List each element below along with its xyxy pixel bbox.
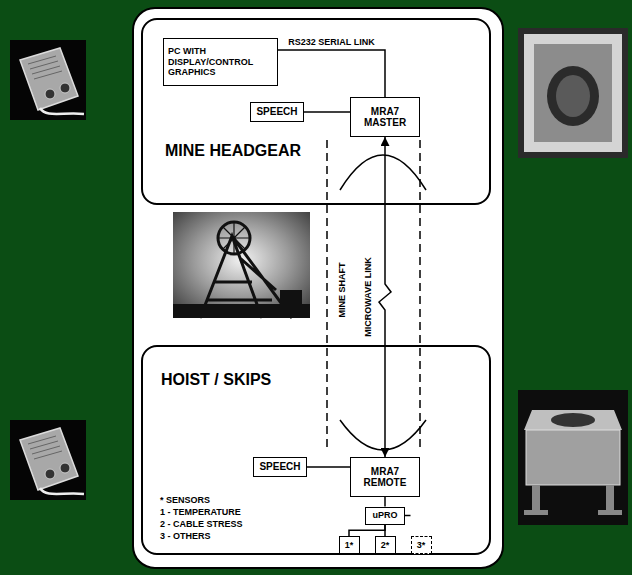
headgear-photo <box>173 212 310 318</box>
antenna-housing-photo-part <box>524 410 622 430</box>
speech-unit-photo <box>10 40 86 120</box>
box-label: 2* <box>381 540 390 550</box>
box-label: SPEECH <box>256 106 297 118</box>
region-title: MINE HEADGEAR <box>153 142 313 160</box>
headgear-photo-part <box>218 222 250 254</box>
antenna-housing-photo-part <box>534 44 612 142</box>
shaft-lines-part <box>419 140 421 450</box>
box-label: SPEECH <box>259 461 300 473</box>
process-box: MRA7 MASTER <box>350 97 420 137</box>
antenna-housing-photo-part <box>526 430 620 485</box>
antenna-housing-photo-part <box>532 485 540 511</box>
antenna-housing-photo-part <box>598 510 622 515</box>
legend-note: 2 - CABLE STRESS <box>160 519 243 529</box>
antenna-housing-photo-part <box>547 66 599 126</box>
shaft-lines-part <box>326 140 328 450</box>
process-box: SPEECH <box>253 457 307 477</box>
region-title: HOIST / SKIPS <box>161 371 301 389</box>
connector <box>307 466 350 468</box>
antenna-housing-photo-part <box>524 34 622 152</box>
shaft-label: MINE SHAFT <box>337 263 347 318</box>
sensor-box: 1* <box>339 536 360 554</box>
box-label: MRA7 MASTER <box>360 106 410 129</box>
sensor-box: 3* <box>411 536 432 554</box>
headgear-photo-part <box>173 304 310 318</box>
connector <box>278 50 385 97</box>
antenna-arcs-part <box>340 420 426 450</box>
process-box: SPEECH <box>250 102 304 122</box>
antenna-housing-photo-part <box>606 485 614 511</box>
process-box: MRA7 REMOTE <box>350 457 420 497</box>
link-label: MICROWAVE LINK <box>363 255 373 338</box>
headgear-photo-part <box>218 222 250 254</box>
connector <box>349 525 385 537</box>
antenna-housing-photo-part <box>518 390 628 525</box>
connector <box>384 497 386 507</box>
link-label: RS232 SERIAL LINK <box>286 37 376 47</box>
box-label: 3* <box>417 540 426 550</box>
sensor-box: 2* <box>375 536 396 554</box>
antenna-housing-photo-part <box>556 75 590 117</box>
box-label: MRA7 REMOTE <box>360 466 410 489</box>
antenna-arcs-part <box>340 155 426 190</box>
connector <box>304 111 350 113</box>
antenna-housing-photo <box>518 390 628 525</box>
box-label: 1* <box>345 540 354 550</box>
connector <box>384 525 386 537</box>
headgear-photo-part <box>280 290 302 306</box>
speech-unit-photo <box>10 420 86 500</box>
process-box: uPRO <box>365 507 405 525</box>
antenna-housing-photo-part <box>524 510 548 515</box>
box-label: PC WITH DISPLAY/CONTROL GRAPHICS <box>168 46 273 77</box>
headgear-photo-part <box>173 212 310 318</box>
process-box: PC WITH DISPLAY/CONTROL GRAPHICS <box>163 38 278 86</box>
connector <box>379 137 391 457</box>
antenna-arcs <box>340 155 426 450</box>
speech-unit-photo-part <box>10 420 86 500</box>
speech-unit-photo-part <box>10 40 86 120</box>
antenna-housing-photo-part <box>551 413 595 427</box>
panel <box>133 8 503 568</box>
box-label: uPRO <box>372 510 397 520</box>
antenna-housing-photo <box>518 28 628 158</box>
shaft-lines <box>327 140 420 450</box>
legend-note: 1 - TEMPERATURE <box>160 507 241 517</box>
connector <box>405 515 411 517</box>
legend-note: * SENSORS <box>160 495 210 505</box>
antenna-housing-photo-part <box>518 28 628 158</box>
legend-note: 3 - OTHERS <box>160 531 211 541</box>
